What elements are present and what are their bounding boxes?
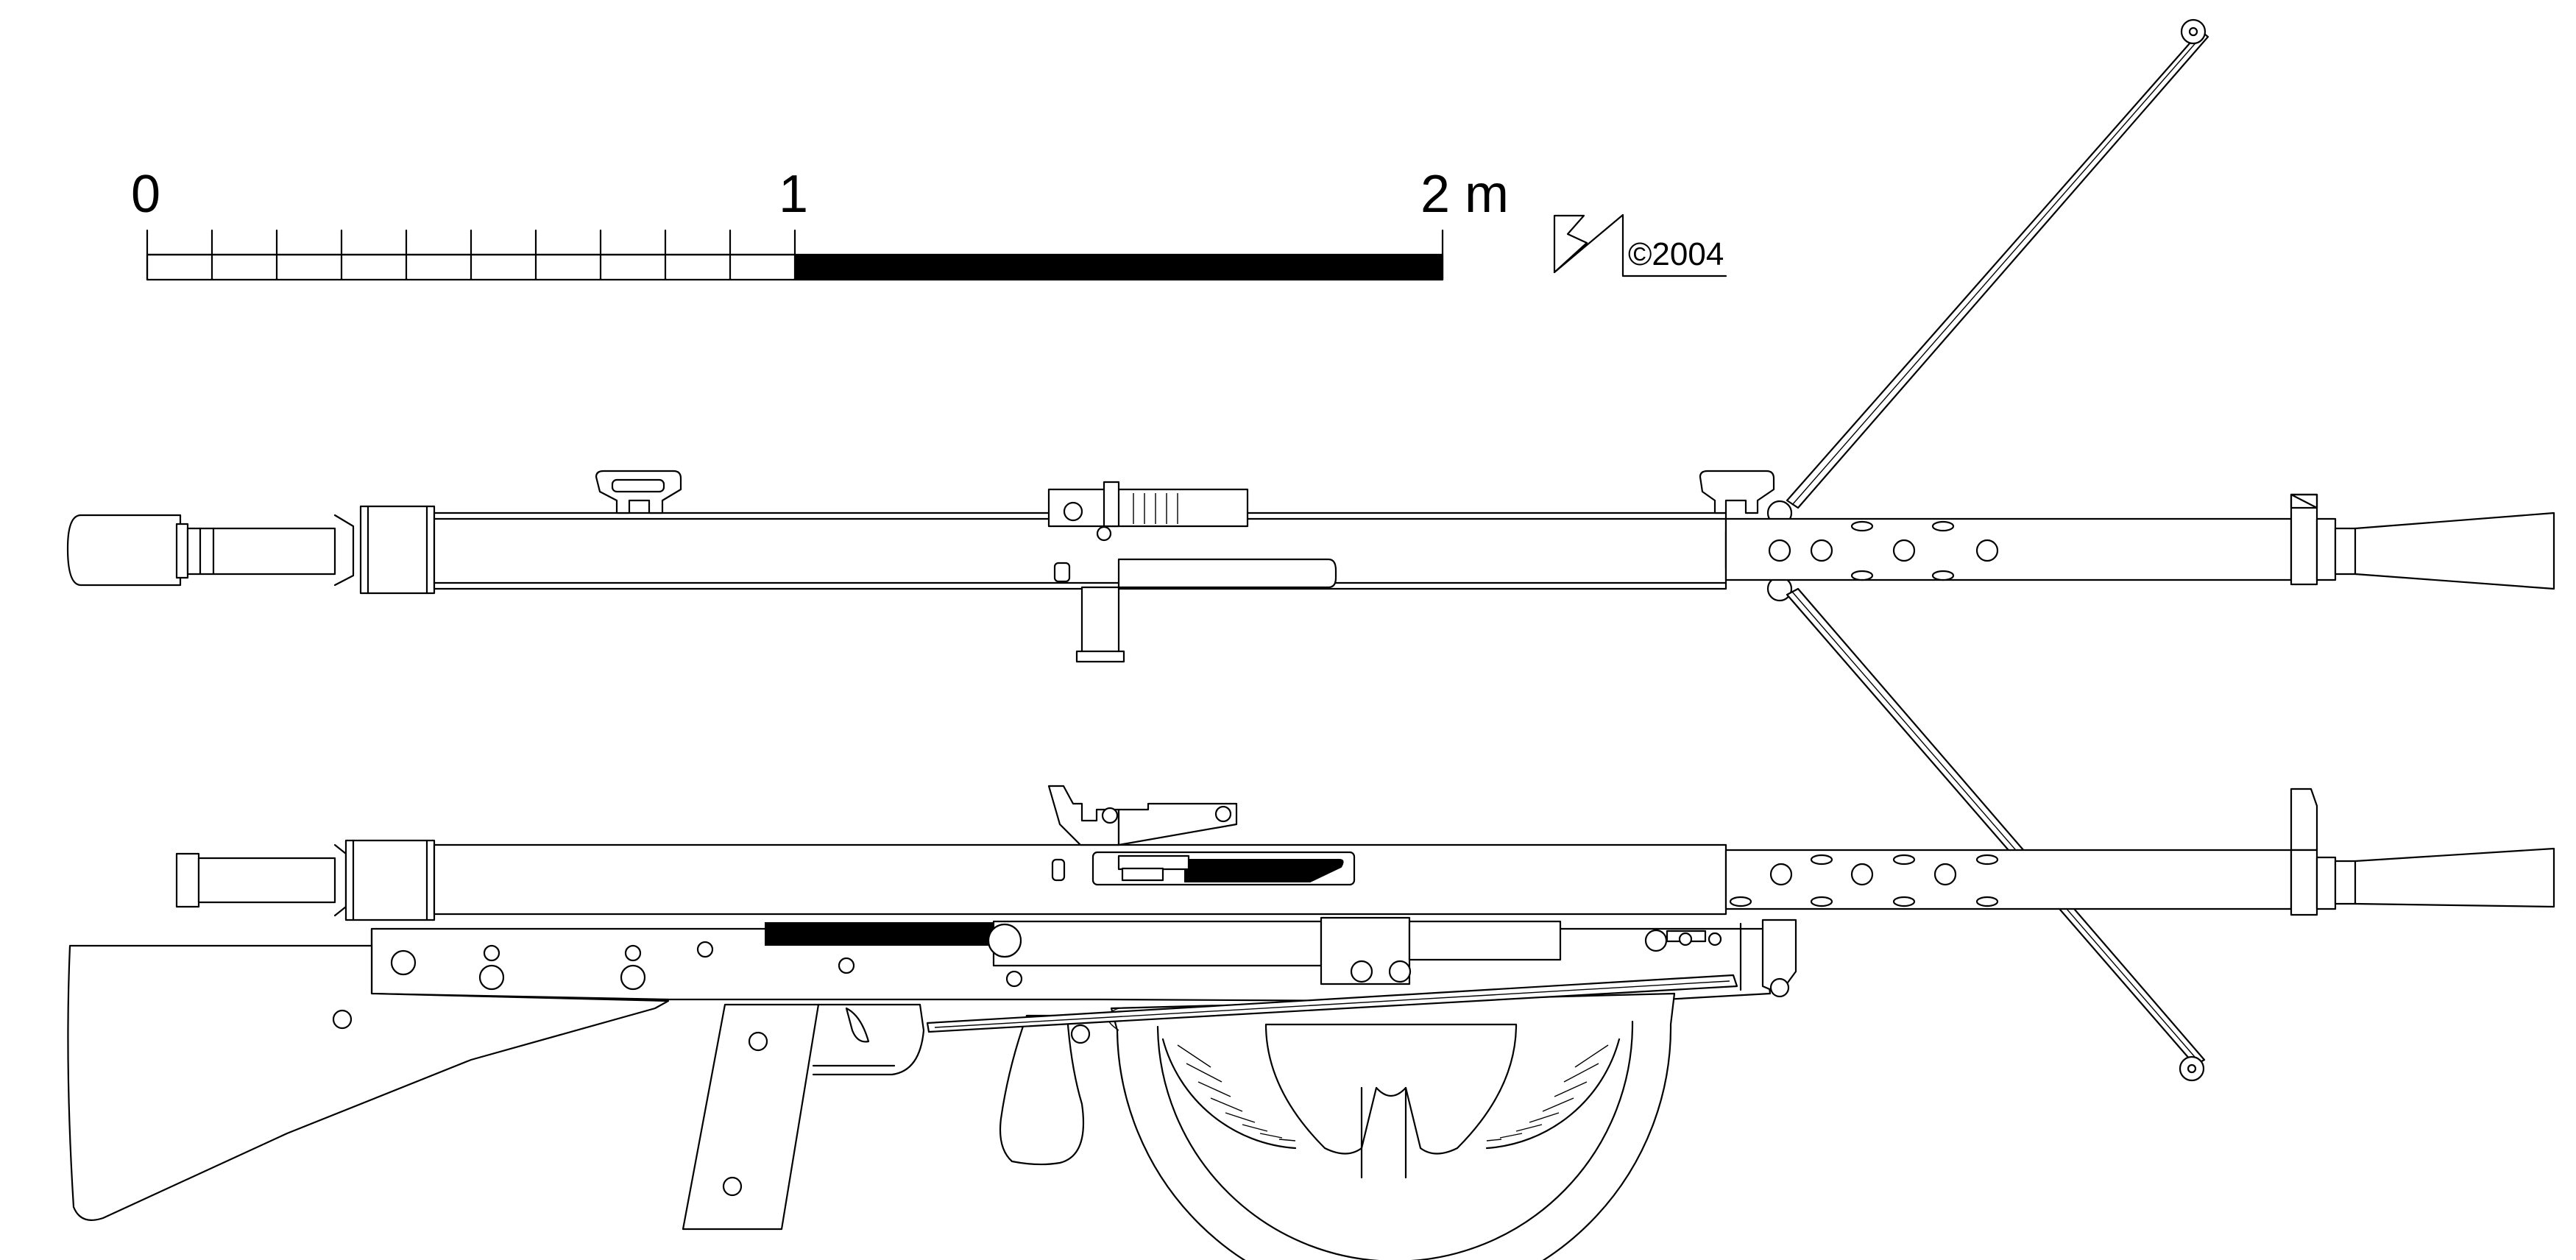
scale-label-2m: 2 m xyxy=(1420,165,1509,224)
author-signature: ©2004 xyxy=(1553,213,1727,277)
gun-side-view xyxy=(67,785,2555,1260)
bipod xyxy=(1786,18,2209,1082)
gun-top-view xyxy=(66,470,2555,663)
jacket-holes-top xyxy=(1768,520,1999,581)
copyright-text: ©2004 xyxy=(1628,236,1724,272)
scale-bar-black-segment xyxy=(794,254,1443,280)
scale-label-0: 0 xyxy=(131,165,160,224)
scale-label-1: 1 xyxy=(779,165,808,224)
jacket-holes-side xyxy=(1729,854,1999,907)
scale-bar: 0 1 2 m xyxy=(131,165,1509,281)
magazine xyxy=(1107,992,1676,1260)
